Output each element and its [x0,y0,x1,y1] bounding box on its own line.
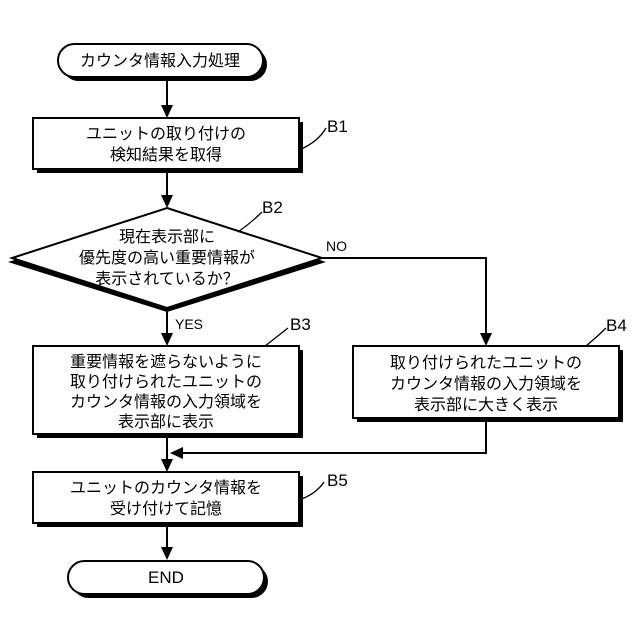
b5-tag: B5 [327,471,348,490]
b4-callout: B4 [586,316,627,346]
b3-tag: B3 [290,315,311,334]
process-b1: ユニットの取り付けの 検知結果を取得 [33,118,303,173]
arrow-b1-to-b2 [161,173,173,208]
b3-line-1: 重要情報を遮らないように [70,352,262,371]
process-b3: 重要情報を遮らないように 取り付けられたユニットの カウンタ情報の入力領域を 表… [33,346,303,438]
process-b5: ユニットのカウンタ情報を 受け付けて記憶 [33,472,303,527]
b2-line-2: 優先度の高い重要情報が [79,248,255,267]
arrow-b3-to-b5 [161,438,173,472]
process-b4: 取り付けられたユニットの カウンタ情報の入力領域を 表示部に大きく表示 [353,346,623,422]
start-terminal: カウンタ情報入力処理 [58,44,267,81]
b4-tag: B4 [606,316,627,335]
b3-line-2: 取り付けられたユニットの [70,372,262,391]
b3-line-3: カウンタ情報の入力領域を [70,392,262,411]
b3-callout: B3 [265,315,311,346]
start-label: カウンタ情報入力処理 [80,51,240,70]
b1-callout: B1 [299,117,348,150]
b2-tag: B2 [262,198,283,217]
arrow-start-to-b1 [161,81,173,118]
b2-line-3: 表示されているか？ [95,269,239,288]
end-label: END [148,568,184,587]
end-terminal: END [68,561,268,598]
b4-line-3: 表示部に大きく表示 [414,395,558,414]
b2-callout: B2 [238,198,283,232]
b1-tag: B1 [327,117,348,136]
no-label: NO [326,238,347,254]
b5-line-2: 受け付けて記憶 [110,499,222,518]
b1-line-1: ユニットの取り付けの [86,124,246,143]
b5-callout: B5 [299,471,348,500]
b5-line-1: ユニットのカウンタ情報を [70,478,262,497]
b4-line-2: カウンタ情報の入力領域を [390,374,582,393]
yes-label: YES [175,316,203,332]
b3-line-4: 表示部に表示 [118,412,214,431]
arrow-b5-to-end [161,527,173,560]
b2-line-1: 現在表示部に [119,227,215,246]
b4-line-1: 取り付けられたユニットの [390,353,582,372]
arrow-b2-no-to-b4: NO [322,238,492,346]
arrow-b2-yes-to-b3: YES [161,308,203,346]
b1-line-2: 検知結果を取得 [110,145,222,164]
decision-b2: 現在表示部に 優先度の高い重要情報が 表示されているか？ [8,208,326,312]
